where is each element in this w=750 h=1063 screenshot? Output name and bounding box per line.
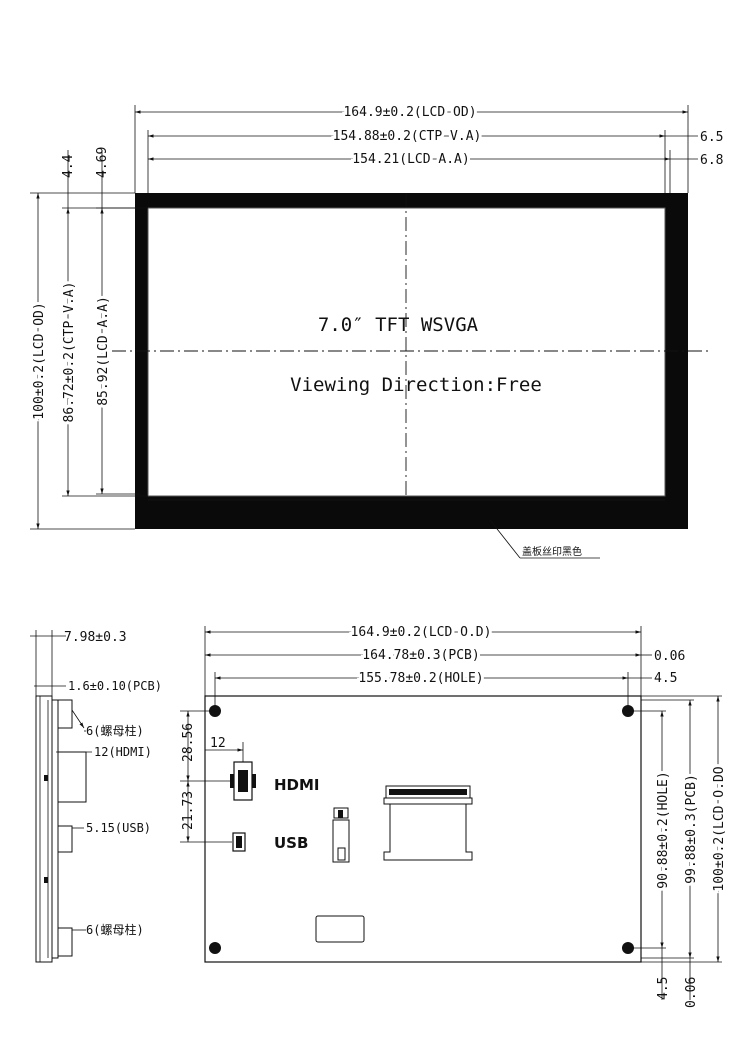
usb-label: USB	[274, 834, 308, 852]
top-view: 7.0″ TFT WSVGA Viewing Direction:Free 16…	[29, 102, 723, 559]
dim-right-aa: 6.8	[700, 153, 723, 168]
dim-top-offset-2: 4.69	[95, 147, 110, 178]
back-view: HDMI USB 164.9±0.2(LCD O.D)	[180, 622, 730, 1008]
dim-usb-y: 21.73	[181, 791, 196, 830]
viewing-direction: Viewing Direction:Free	[290, 374, 542, 396]
hdmi-connector	[230, 761, 256, 801]
dim-back-bottom-006: 0.06	[684, 977, 699, 1008]
hole-bottom-left	[209, 942, 221, 954]
fpc-connector	[383, 785, 473, 861]
dim-top-offset-1: 4.4	[61, 154, 76, 178]
dim-back-hole-height: 90.88±0.2(HOLE)	[656, 771, 671, 888]
side-nut-top	[57, 699, 73, 729]
dim-hdmi-x: 12	[210, 736, 226, 751]
side-view: 7.98±0.3 1.6±0.10(PCB) 6(螺母柱) 12(HDMI) 5…	[30, 630, 162, 963]
label-area	[315, 915, 365, 943]
dim-back-right-45: 4.5	[654, 671, 677, 686]
dim-lcd-aa-height: 85.92(LCD A.A)	[96, 296, 111, 406]
dim-back-lcd-od-width: 164.9±0.2(LCD O.D)	[351, 625, 492, 640]
back-pcb	[204, 695, 642, 963]
dim-nut-bottom: 6(螺母柱)	[86, 922, 144, 937]
side-nut-bottom	[57, 927, 73, 957]
side-usb	[57, 825, 73, 853]
dim-right-ctp: 6.5	[700, 130, 723, 145]
panel-title: 7.0″ TFT WSVGA	[318, 314, 479, 336]
active-area	[147, 207, 666, 497]
dim-back-hole-width: 155.78±0.2(HOLE)	[358, 671, 483, 686]
side-hdmi	[57, 751, 87, 803]
dim-back-bottom-45: 4.5	[656, 977, 671, 1000]
usb-connector	[232, 832, 246, 852]
dim-back-right-006: 0.06	[654, 649, 685, 664]
dim-ctp-va-width: 154.88±0.2(CTP V.A)	[333, 129, 482, 144]
hdmi-label: HDMI	[274, 776, 320, 794]
dim-ctp-va-height: 86.72±0.2(CTP V.A)	[62, 282, 77, 423]
dim-back-pcb-height: 99.88±0.3(PCB)	[684, 774, 699, 884]
dim-hdmi-y: 28.56	[181, 723, 196, 762]
dim-usb-side: 5.15(USB)	[86, 821, 151, 835]
dim-lcd-od-height: 100±0.2(LCD OD)	[32, 302, 47, 419]
dim-thickness: 7.98±0.3	[64, 630, 127, 645]
small-component	[332, 807, 350, 863]
side-glass	[35, 695, 53, 963]
dim-nut-top: 6(螺母柱)	[86, 723, 144, 738]
print-note: 盖板丝印黑色	[522, 545, 582, 558]
dim-pcb: 1.6±0.10(PCB)	[68, 679, 162, 693]
dim-back-pcb-width: 164.78±0.3(PCB)	[362, 648, 479, 663]
dim-hdmi-side: 12(HDMI)	[94, 745, 152, 759]
dim-lcd-aa-width: 154.21(LCD A.A)	[352, 152, 469, 167]
dim-back-lcd-od-height: 100±0.2(LCD O.DO	[712, 766, 727, 891]
dim-lcd-od-width: 164.9±0.2(LCD OD)	[343, 105, 476, 120]
